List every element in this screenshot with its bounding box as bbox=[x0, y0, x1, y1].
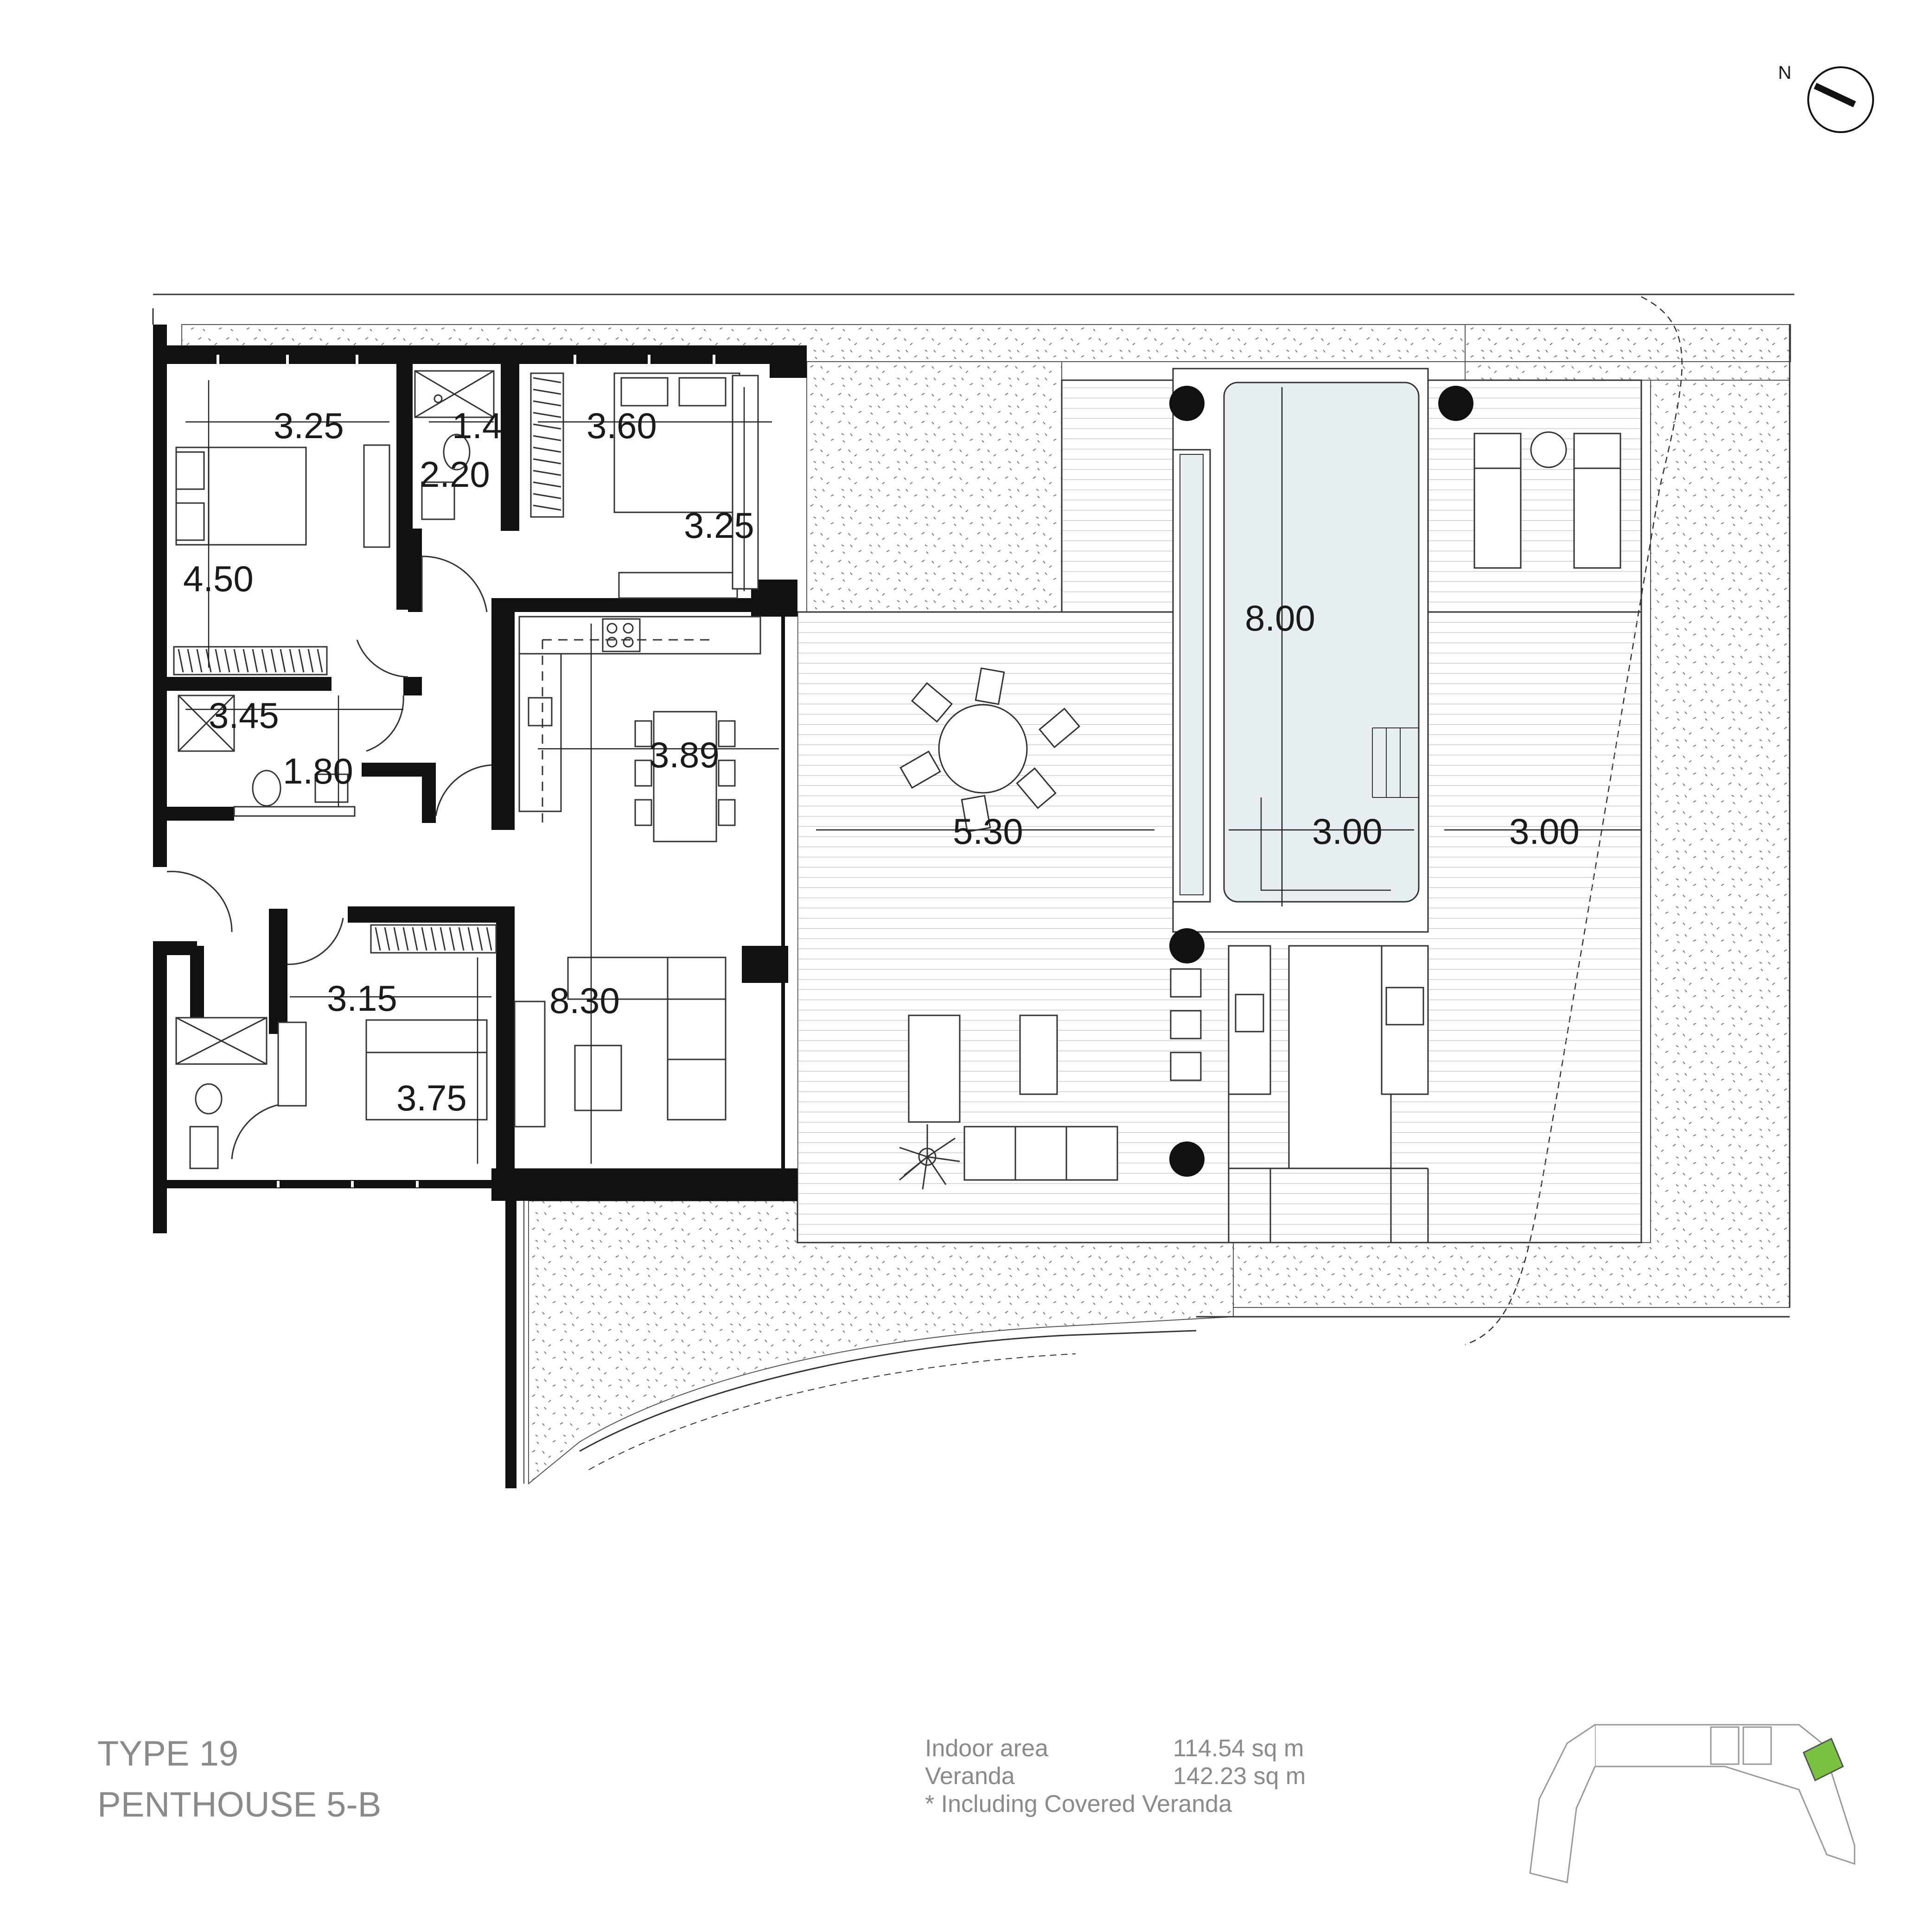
veranda-area-label: Veranda bbox=[925, 1763, 1015, 1790]
plan-unit-title: PENTHOUSE 5-B bbox=[97, 1785, 382, 1824]
dim-wc-depth: 2.20 bbox=[420, 454, 490, 495]
bedroom2-furniture bbox=[530, 372, 759, 599]
sun-loungers bbox=[1473, 431, 1621, 569]
dimension-lines bbox=[185, 380, 1641, 1164]
doors bbox=[166, 555, 492, 1160]
dining-table bbox=[634, 711, 736, 842]
outdoor-lounge bbox=[908, 968, 1202, 1181]
indoor-area-label: Indoor area bbox=[925, 1735, 1048, 1762]
outdoor-kitchen bbox=[1228, 945, 1429, 1243]
pool bbox=[1172, 382, 1420, 903]
dim-bedroom3-width: 3.15 bbox=[327, 978, 397, 1019]
veranda-note: * Including Covered Veranda bbox=[925, 1791, 1232, 1817]
plant bbox=[899, 1124, 960, 1190]
compass-label: N bbox=[1778, 63, 1792, 83]
dim-bedroom1-width: 3.25 bbox=[274, 405, 344, 446]
terrace-columns bbox=[1169, 386, 1473, 1177]
dimension-labels: 3.25 1.4 3.60 2.20 3.25 4.50 3.45 1.80 3… bbox=[183, 405, 1580, 1118]
plan-type-title: TYPE 19 bbox=[97, 1734, 239, 1773]
dim-bath-depth: 1.80 bbox=[283, 751, 353, 791]
indoor-area-value: 114.54 sq m bbox=[1173, 1735, 1304, 1762]
dim-living-depth: 8.30 bbox=[549, 980, 620, 1021]
north-compass: N bbox=[1778, 63, 1874, 133]
landscape bbox=[152, 293, 1794, 1488]
dim-bedroom2-width: 3.60 bbox=[587, 405, 657, 446]
living-room bbox=[514, 956, 727, 1128]
dim-bedroom2-depth: 3.25 bbox=[684, 505, 754, 546]
dim-deck-width: 3.00 bbox=[1509, 811, 1580, 852]
veranda-area-value: 142.23 sq m bbox=[1173, 1763, 1306, 1790]
bedroom1-furniture bbox=[173, 444, 390, 676]
dim-bedroom1-depth: 4.50 bbox=[183, 558, 254, 599]
dim-terrace-width: 5.30 bbox=[953, 811, 1023, 852]
dim-wc-width: 1.4 bbox=[452, 405, 502, 446]
pool-steps bbox=[1372, 727, 1419, 798]
dim-bedroom3-depth: 3.75 bbox=[396, 1078, 467, 1118]
terrace-dining-set bbox=[899, 667, 1080, 833]
kitchen bbox=[518, 616, 761, 825]
dim-pool-width: 3.00 bbox=[1312, 811, 1383, 852]
bedroom3-furniture bbox=[277, 924, 497, 1121]
dim-bath-width: 3.45 bbox=[209, 695, 279, 736]
bathroom-fixtures bbox=[175, 370, 495, 1169]
key-plan bbox=[1529, 1724, 1855, 1883]
dim-dining-width: 3.89 bbox=[649, 734, 720, 775]
dim-pool-length: 8.00 bbox=[1245, 598, 1315, 638]
windows bbox=[217, 355, 715, 1187]
walls bbox=[153, 325, 807, 1233]
